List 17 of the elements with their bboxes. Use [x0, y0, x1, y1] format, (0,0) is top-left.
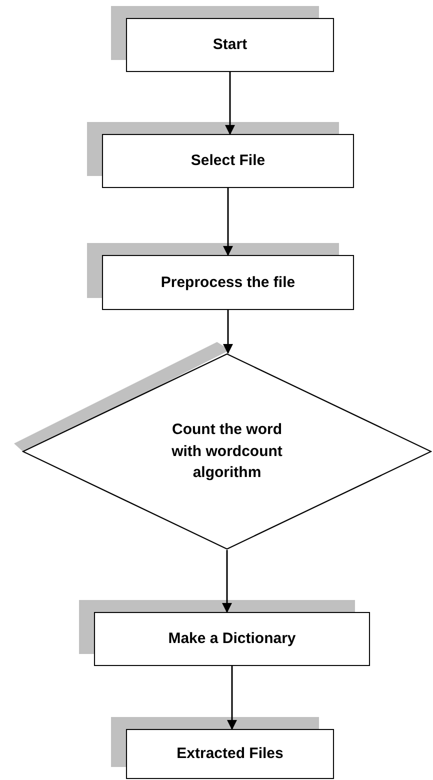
arrow [227, 666, 237, 730]
process-box [94, 612, 370, 666]
arrow [223, 310, 233, 354]
step-text: Extracted Files [176, 744, 284, 764]
step-text: Make a Dictionary [168, 629, 296, 650]
process-box [102, 134, 354, 188]
process-box [126, 18, 334, 72]
arrow [225, 72, 235, 135]
decision-diamond [22, 353, 432, 550]
process-box [102, 255, 354, 310]
step-text: Preprocess the file [160, 272, 296, 293]
step-text: Select File [190, 151, 266, 172]
step-text: Count the word with wordcount algorithm [170, 420, 284, 484]
step-text: Start [212, 35, 248, 56]
arrow [223, 188, 233, 256]
arrow [222, 550, 232, 613]
process-box [126, 729, 334, 779]
